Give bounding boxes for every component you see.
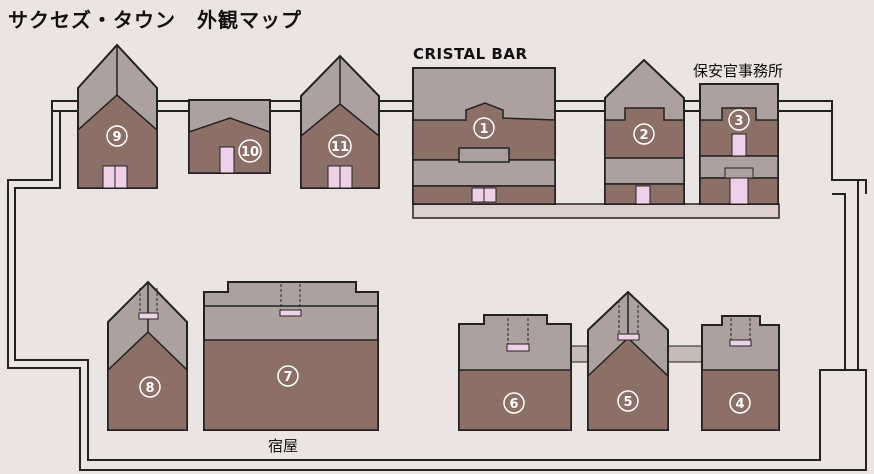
badge-6: 6 [503,392,525,414]
building-10[interactable] [188,99,271,174]
svg-text:2: 2 [639,128,648,143]
building-11[interactable] [300,54,380,189]
badge-2: 2 [633,123,655,145]
badge-10: 10 [238,139,262,163]
number-badges: 9 10 11 1 2 3 8 7 6 5 4 [106,109,751,414]
walkway-6-5 [569,345,589,363]
svg-text:8: 8 [145,381,154,396]
badge-7: 7 [277,365,299,387]
building-1-cristal-bar[interactable] [412,67,556,205]
building-2[interactable] [604,58,685,205]
badge-3: 3 [728,109,750,131]
badge-1: 1 [473,117,495,139]
svg-text:11: 11 [331,140,349,155]
building-4[interactable] [701,315,780,431]
building-5[interactable] [587,290,669,431]
svg-text:1: 1 [479,122,488,137]
building-3-sheriff-office[interactable] [699,83,779,205]
label-sheriff-office: 保安官事務所 [693,62,784,80]
svg-text:4: 4 [735,397,744,412]
svg-text:5: 5 [623,395,632,410]
building-9[interactable] [77,43,158,189]
label-inn: 宿屋 [268,437,299,455]
badge-11: 11 [328,134,352,158]
label-cristal-bar: CRISTAL BAR [413,45,528,63]
badge-4: 4 [729,392,751,414]
badge-8: 8 [139,376,161,398]
walkway-5-4 [667,345,703,363]
map-title: サクセズ・タウン 外観マップ [8,8,302,32]
badge-5: 5 [617,390,639,412]
building-8[interactable] [107,280,188,431]
svg-text:7: 7 [283,370,292,385]
badge-9: 9 [106,125,128,147]
svg-text:9: 9 [112,130,121,145]
building-6[interactable] [458,314,572,431]
boardwalk [412,203,780,219]
building-7-inn[interactable] [203,281,379,431]
road-outline [7,102,867,471]
svg-text:6: 6 [509,397,518,412]
svg-text:10: 10 [241,145,259,160]
svg-text:3: 3 [734,114,743,129]
